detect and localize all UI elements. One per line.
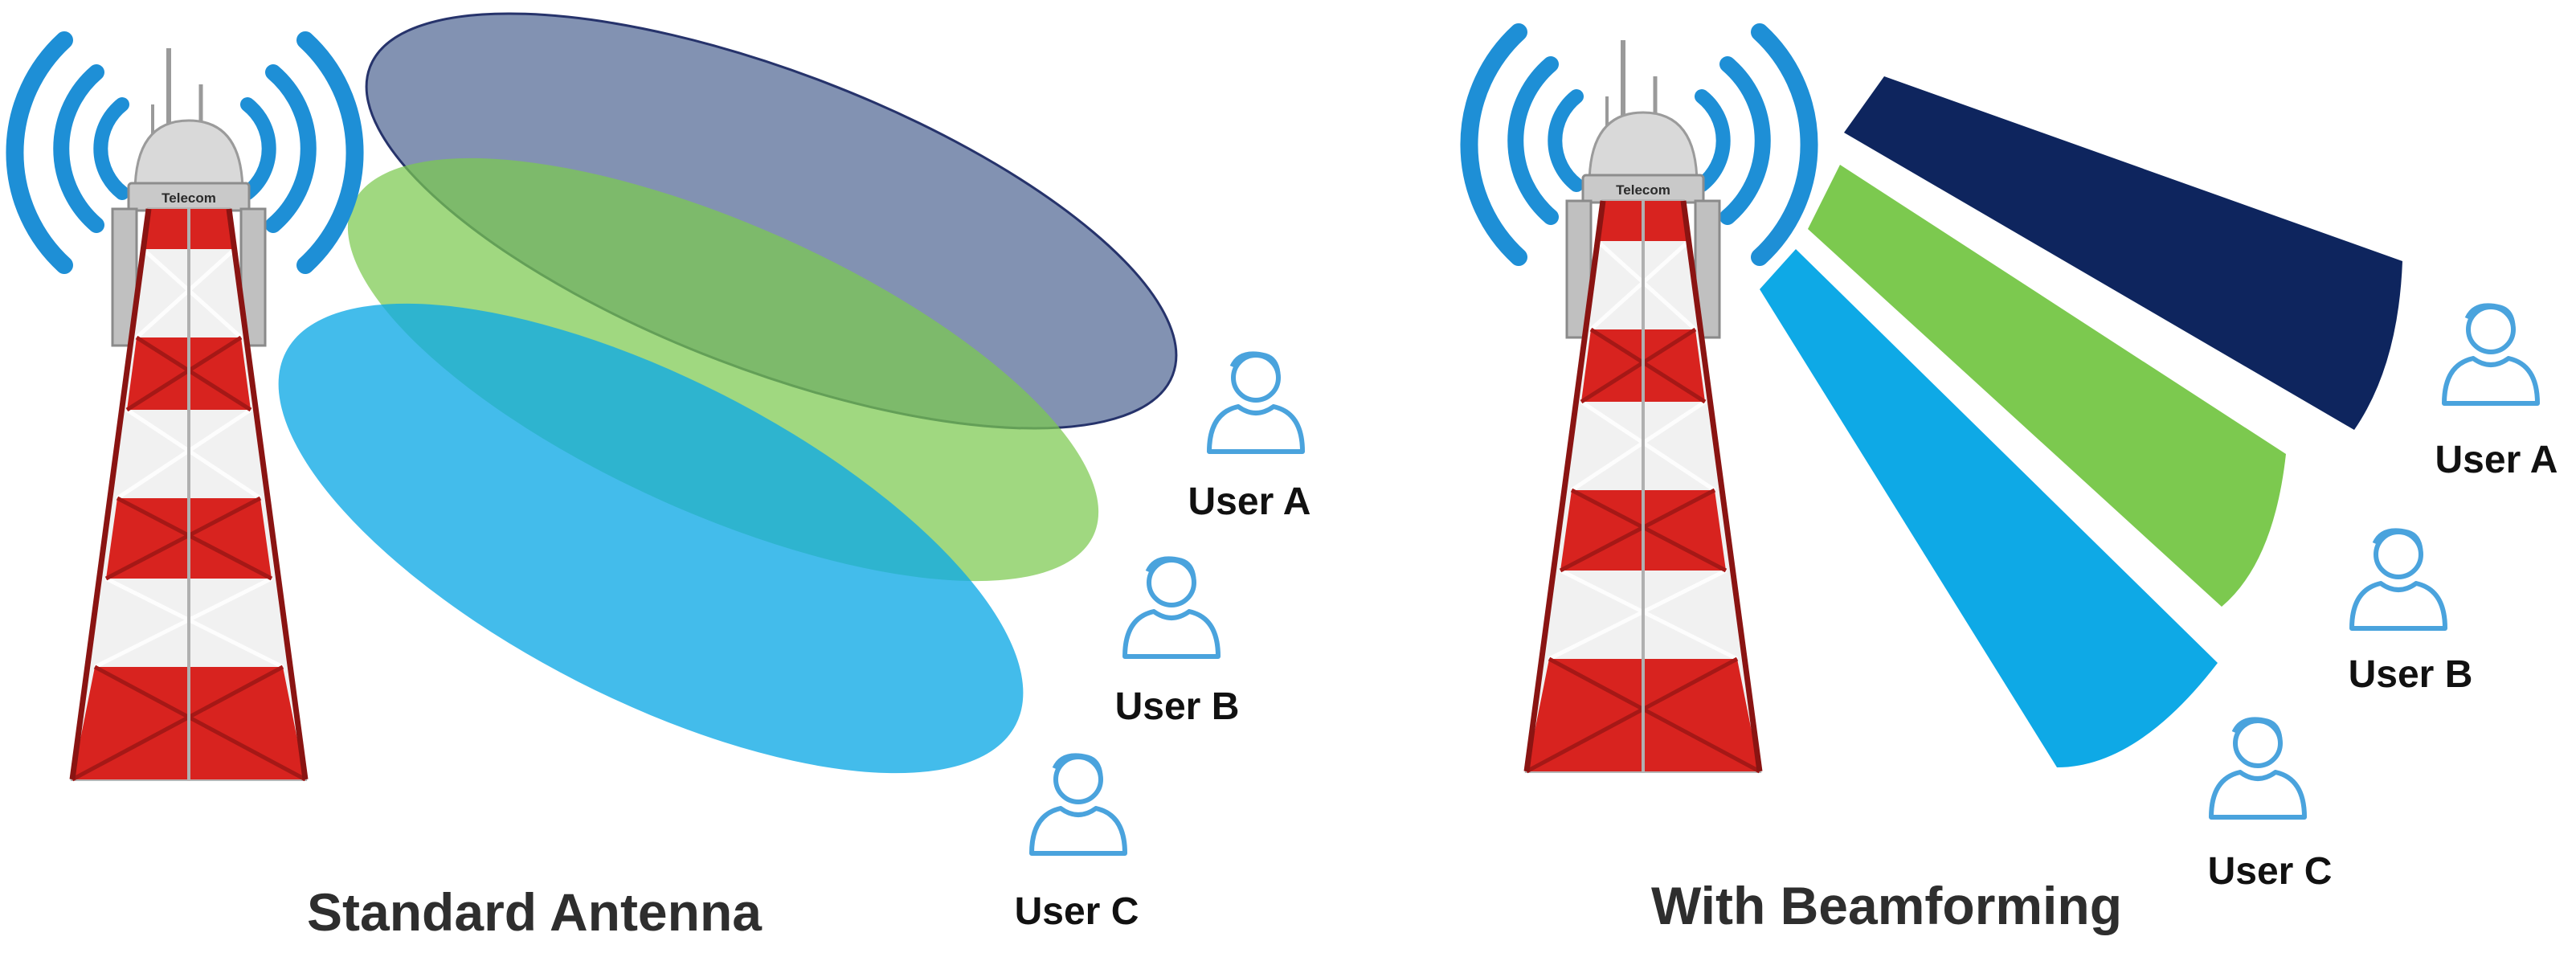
panel-with-beamforming: Telecom User A User B User C With Beamfo… [1469, 32, 2558, 935]
user-c-icon [1032, 755, 1125, 853]
tower-brand-label: Telecom [162, 190, 216, 206]
user-a-label-2: User A [2435, 439, 2558, 481]
user-a-icon [1209, 354, 1302, 452]
user-a-label: User A [1188, 481, 1311, 523]
user-b-icon-2 [2352, 530, 2445, 628]
tower-standard: Telecom [14, 40, 354, 779]
directed-beam-a [1844, 76, 2402, 430]
directed-beam-b [1808, 165, 2286, 607]
user-a-icon-2 [2444, 305, 2537, 403]
directed-beam-c [1760, 249, 2218, 767]
user-c-icon-2 [2211, 719, 2304, 817]
user-b-label-2: User B [2349, 653, 2473, 696]
user-c-label-2: User C [2208, 850, 2333, 893]
user-c-label: User C [1015, 890, 1139, 933]
caption-standard-antenna: Standard Antenna [307, 882, 763, 942]
tower-brand-label-2: Telecom [1616, 182, 1670, 198]
user-b-label: User B [1115, 685, 1240, 728]
broad-beam-c [278, 303, 1024, 774]
caption-with-beamforming: With Beamforming [1651, 876, 2122, 935]
tower-beamforming: Telecom [1469, 32, 1809, 771]
panel-standard-antenna: Telecom User A User B User C Standard An… [14, 12, 1311, 942]
user-b-icon [1125, 558, 1218, 656]
broad-beam-b [347, 157, 1099, 582]
